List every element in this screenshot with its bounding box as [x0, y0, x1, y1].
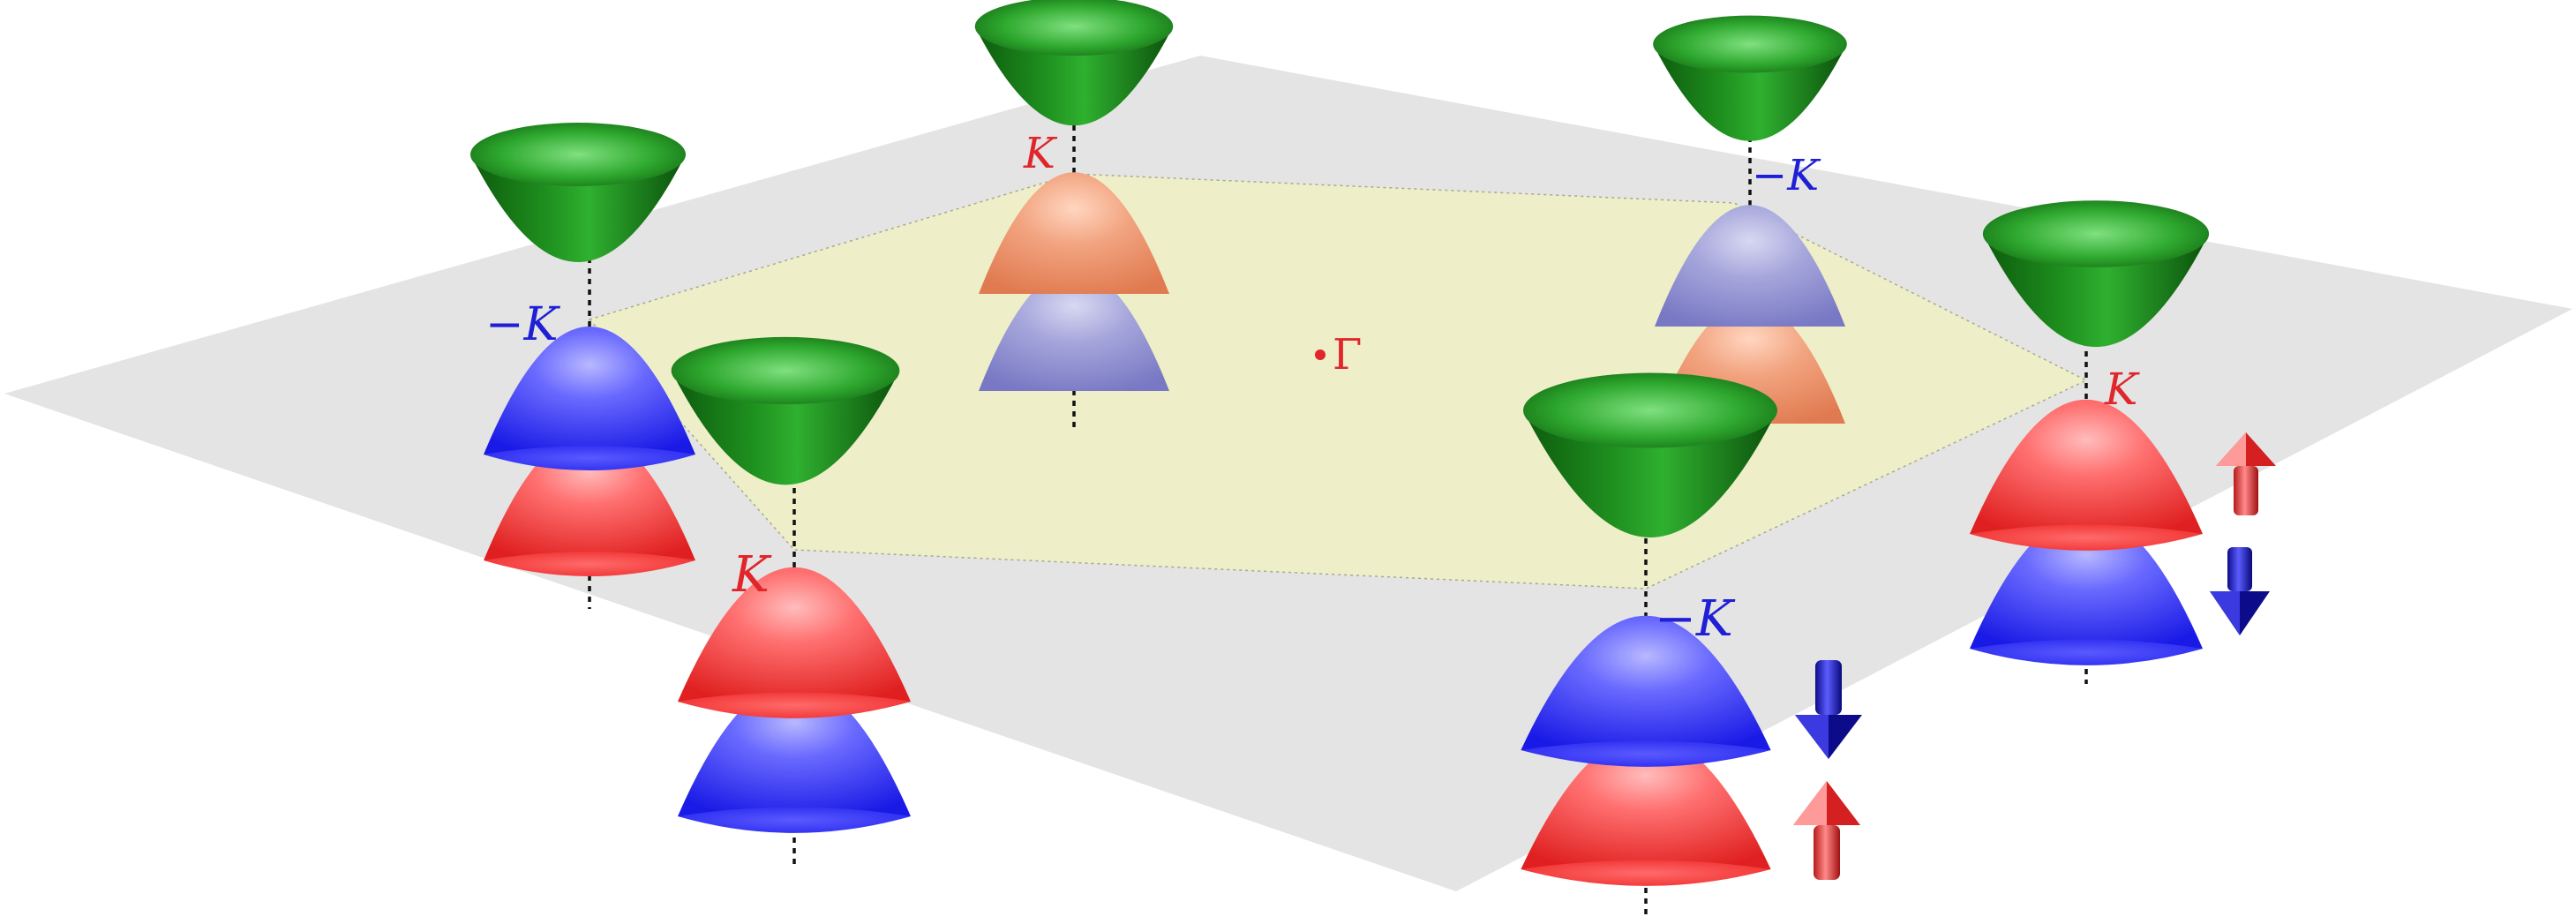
spin-up-arrow [1793, 781, 1860, 880]
valley-k-right: K [1970, 200, 2210, 684]
valley-label: K [732, 546, 772, 604]
valley-label: −K [1752, 151, 1821, 200]
gamma-point [1315, 349, 1326, 360]
spin-down-arrow [2210, 547, 2270, 635]
spin-up-arrow [2216, 432, 2276, 515]
valley-label: K [1023, 129, 1058, 178]
valley-label: −K [1655, 590, 1736, 648]
gamma-label: Γ [1333, 330, 1362, 379]
valley-k-front: K [671, 336, 911, 869]
valley-label: K [2104, 364, 2140, 415]
spin-down-arrow [1795, 660, 1862, 759]
valley-label: −K [485, 298, 561, 351]
valley-minus-k-left: −K [470, 123, 695, 609]
valley-minus-k-front: −K [1521, 372, 1777, 918]
valley-minus-k-back: −K [1653, 15, 1847, 424]
valley-k-back: K [974, 0, 1174, 432]
